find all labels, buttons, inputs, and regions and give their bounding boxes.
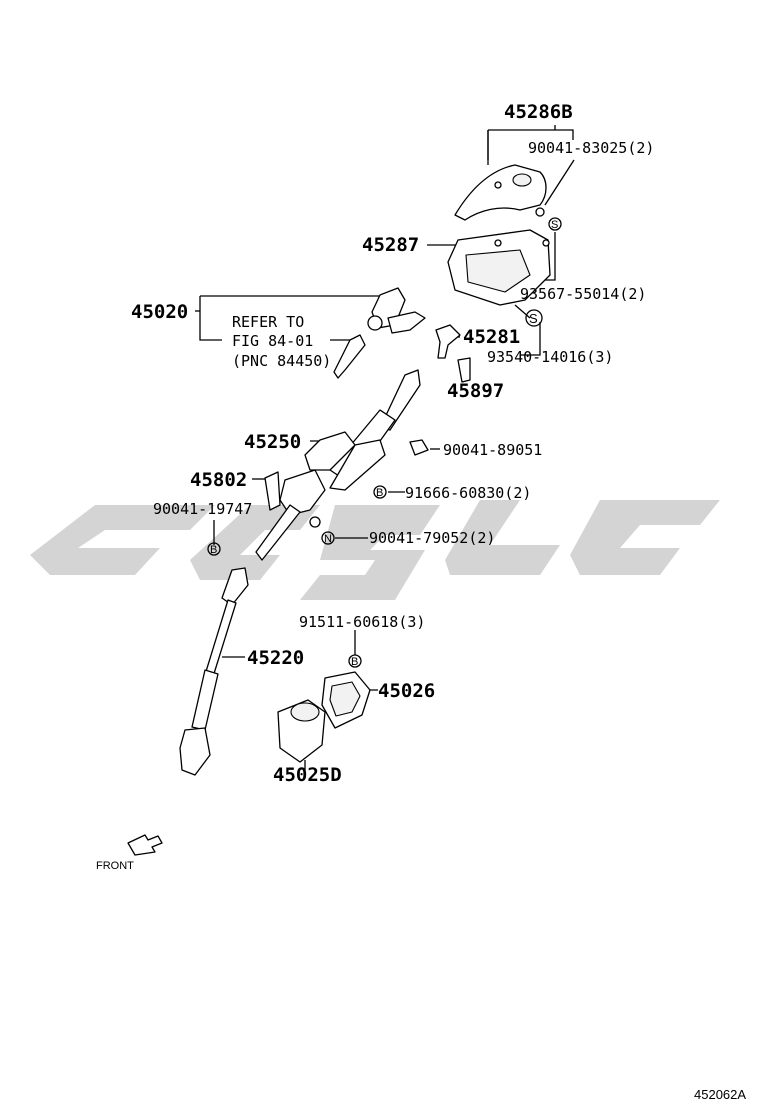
label-90041-83025: 90041-83025(2) (528, 139, 654, 157)
watermark-logo (30, 500, 720, 600)
label-refer-line3: (PNC 84450) (232, 352, 331, 370)
label-45025d: 45025D (273, 764, 342, 786)
nut-part (409, 439, 429, 456)
marker-b-column-text: B (376, 487, 383, 499)
label-45281: 45281 (463, 326, 520, 348)
label-45286b: 45286B (504, 101, 573, 123)
label-45220: 45220 (247, 647, 304, 669)
lock-assembly-part (333, 287, 426, 379)
label-45287: 45287 (362, 234, 419, 256)
label-90041-89051: 90041-89051 (443, 441, 542, 459)
label-refer-line1: REFER TO (232, 313, 304, 331)
marker-b-left: B (207, 542, 221, 556)
marker-b-hole: B (348, 654, 362, 668)
label-45250: 45250 (244, 431, 301, 453)
label-refer-line2: FIG 84-01 (232, 332, 313, 350)
marker-n: N (321, 531, 335, 545)
upper-column-cover-part (454, 164, 547, 221)
figure-code: 452062A (694, 1087, 746, 1102)
label-90041-79052: 90041-79052(2) (369, 529, 495, 547)
label-91666-60830: 91666-60830(2) (405, 484, 531, 502)
intermediate-shaft-part (179, 567, 249, 776)
steering-column-part (255, 369, 421, 561)
label-45802: 45802 (190, 469, 247, 491)
label-45026: 45026 (378, 680, 435, 702)
marker-b-hole-text: B (351, 656, 358, 668)
label-front: FRONT (96, 860, 134, 872)
marker-n-text: N (324, 533, 332, 545)
label-91511-60618: 91511-60618(3) (299, 613, 425, 631)
boot-part (277, 699, 326, 763)
label-93567-55014: 93567-55014(2) (520, 285, 646, 303)
lever-part (435, 324, 471, 383)
marker-s-upper-text: S (551, 219, 558, 231)
label-45020: 45020 (131, 301, 188, 323)
marker-s-upper: S (548, 217, 562, 231)
label-90041-19747: 90041-19747 (153, 500, 252, 518)
marker-b-left-text: B (210, 544, 217, 556)
label-93540-14016: 93540-14016(3) (487, 348, 613, 366)
lower-column-cover-part (447, 229, 551, 306)
marker-b-column: B (373, 485, 387, 499)
label-45897: 45897 (447, 380, 504, 402)
hole-cover-part (321, 671, 371, 729)
marker-s-lower: S (525, 309, 543, 327)
bracket-part (264, 471, 281, 511)
marker-s-lower-text: S (529, 311, 538, 326)
front-arrow-icon (127, 834, 163, 856)
